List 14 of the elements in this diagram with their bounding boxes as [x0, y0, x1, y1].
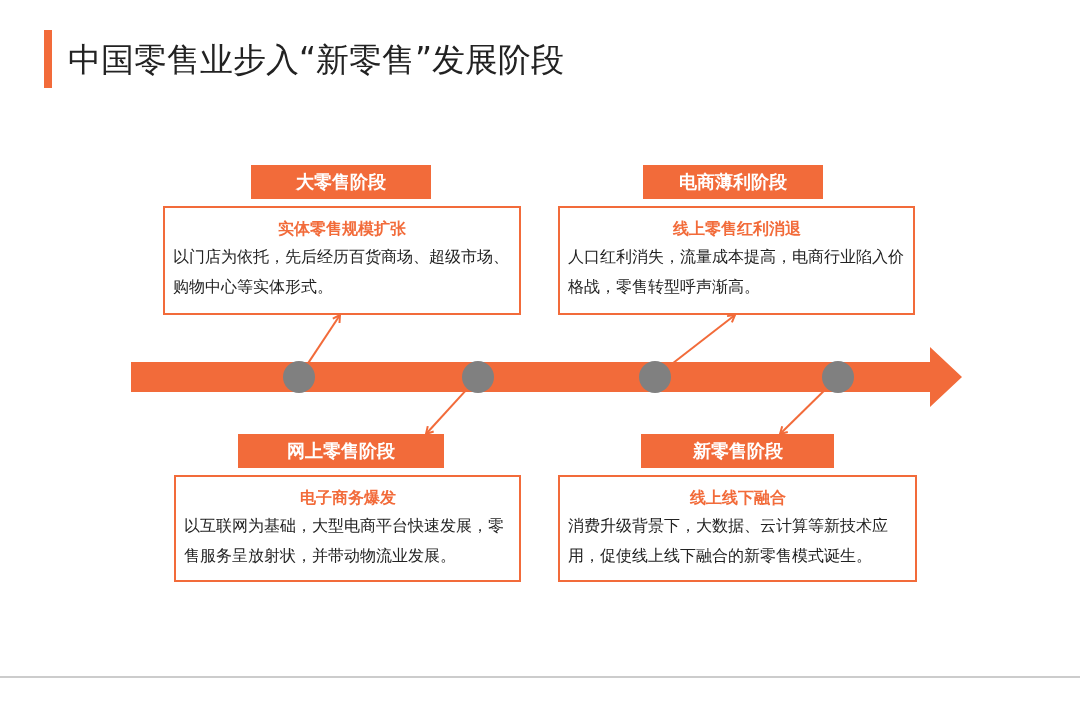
stage-tag: 网上零售阶段 — [238, 434, 444, 468]
card-text: 以互联网为基础，大型电商平台快速发展，零售服务呈放射状，并带动物流业发展。 — [184, 516, 505, 567]
card-subtitle: 电子商务爆发 — [298, 487, 397, 509]
arrow — [306, 314, 341, 365]
card-text: 消费升级背景下，大数据、云计算等新技术应用，促使线上线下融合的新零售模式诞生。 — [568, 516, 889, 567]
stage-tag: 新零售阶段 — [641, 434, 834, 468]
card-subtitle: 实体零售规模扩张 — [277, 218, 407, 240]
card-subtitle: 线上零售红利消退 — [671, 218, 802, 240]
stage-tag: 大零售阶段 — [251, 165, 431, 199]
title: 中国零售业步入“新零售”发展阶段 — [68, 39, 565, 81]
stage-tag: 电商薄利阶段 — [643, 165, 823, 199]
card-text: 以门店为依托，先后经历百货商场、超级市场、购物中心等实体形式。 — [173, 247, 510, 298]
card-subtitle: 线上线下融合 — [688, 487, 787, 509]
card-text: 人口红利消失，流量成本提高，电商行业陷入价格战，零售转型呼声渐高。 — [568, 247, 905, 298]
